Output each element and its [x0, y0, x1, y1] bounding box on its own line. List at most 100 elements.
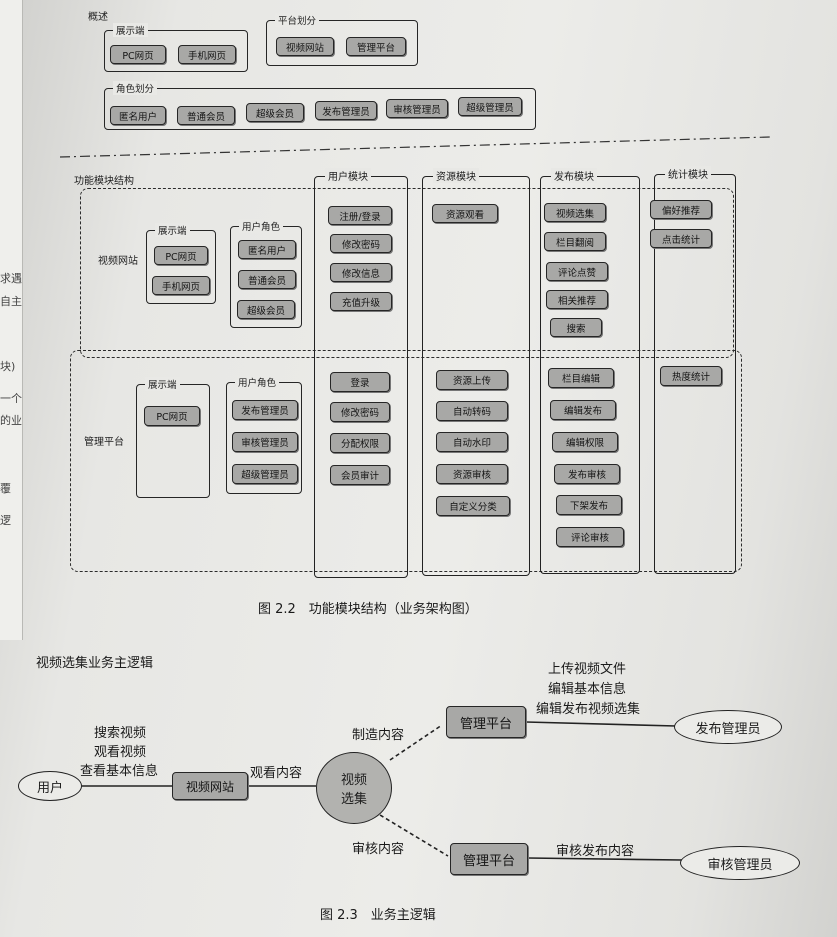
overview-platform-item: 视频网站: [276, 37, 334, 56]
site-role-item: 超级会员: [237, 300, 295, 319]
margin-fragment: 的业: [0, 414, 22, 427]
site-row-label: 视频网站: [98, 256, 138, 267]
publisher-node: 发布管理员: [674, 710, 782, 744]
site-display-item: PC网页: [154, 246, 208, 265]
admin-roles-title: 用户角色: [235, 375, 280, 389]
resource-module-title: 资源模块: [433, 168, 479, 183]
publish-admin-item: 发布审核: [554, 464, 620, 484]
admin-top-node: 管理平台: [446, 706, 526, 738]
stats-module-column: 统计模块: [654, 166, 736, 574]
overview-role-item: 超级管理员: [458, 97, 522, 116]
site-display-title: 展示端: [155, 223, 190, 237]
overview-display-item: 手机网页: [178, 45, 236, 64]
site-node: 视频网站: [172, 772, 248, 800]
resource-admin-item: 自动转码: [436, 401, 508, 421]
watch-label: 观看内容: [250, 766, 303, 781]
resource-admin-item: 自动水印: [436, 432, 508, 452]
structure-title: 功能模块结构: [74, 176, 134, 187]
publish-module-title: 发布模块: [551, 168, 597, 183]
margin-fragment: 求遇: [0, 272, 22, 285]
review-label: 审核内容: [352, 842, 405, 857]
user-site-item: 修改密码: [330, 234, 392, 253]
admin-bottom-node: 管理平台: [450, 843, 528, 875]
admin-display-item: PC网页: [144, 406, 200, 426]
overview-display-group: 展示端: [104, 23, 248, 72]
make-label: 制造内容: [352, 728, 405, 743]
admin-roles-box: 用户角色: [226, 375, 302, 494]
publish-admin-item: 栏目编辑: [548, 368, 614, 388]
site-display-item: 手机网页: [152, 276, 210, 295]
overview-role-item: 审核管理员: [386, 99, 448, 118]
margin-fragment: 自主: [0, 295, 22, 308]
publish-site-item: 评论点赞: [546, 262, 608, 281]
user-module-column: 用户模块: [314, 168, 408, 578]
resource-site-item: 资源观看: [432, 204, 498, 223]
user-node: 用户: [18, 771, 82, 801]
user-action: 观看视频: [94, 745, 147, 760]
figure-2-3-caption: 图 2.3 业务主逻辑: [320, 908, 436, 923]
user-admin-item: 会员审计: [330, 465, 390, 485]
overview-platform-title: 平台划分: [275, 13, 320, 27]
publish-module-column: 发布模块: [540, 168, 640, 574]
site-roles-box: 用户角色: [230, 219, 302, 328]
publish-admin-item: 评论审核: [556, 527, 624, 547]
admin-role-item: 审核管理员: [232, 432, 298, 452]
collection-node: 视频 选集: [316, 752, 392, 824]
overview-platform-group: 平台划分: [266, 13, 418, 66]
publish-action: 上传视频文件: [548, 662, 627, 677]
user-site-item: 注册/登录: [328, 206, 392, 225]
stats-admin-item: 热度统计: [660, 366, 722, 386]
overview-role-item: 匿名用户: [110, 106, 166, 125]
admin-row-label: 管理平台: [84, 437, 124, 448]
site-display-box: 展示端: [146, 223, 216, 304]
user-admin-item: 登录: [330, 372, 390, 392]
publish-site-item: 搜索: [550, 318, 602, 337]
overview-platform-item: 管理平台: [346, 37, 406, 56]
publish-admin-item: 编辑权限: [552, 432, 618, 452]
margin-fragment: 一个: [0, 392, 22, 405]
overview-display-item: PC网页: [110, 45, 166, 64]
publish-site-item: 栏目翻阅: [544, 232, 606, 251]
site-role-item: 普通会员: [238, 270, 296, 289]
site-roles-title: 用户角色: [239, 219, 284, 233]
admin-role-item: 发布管理员: [232, 400, 298, 420]
overview-role-item: 发布管理员: [315, 101, 377, 120]
admin-role-item: 超级管理员: [232, 464, 298, 484]
user-action: 搜索视频: [94, 726, 147, 741]
publish-action: 编辑发布视频选集: [536, 702, 641, 717]
resource-module-column: 资源模块: [422, 168, 530, 576]
resource-admin-item: 资源上传: [436, 370, 508, 390]
admin-display-title: 展示端: [145, 377, 180, 391]
margin-fragment: 覆: [0, 482, 11, 495]
review-action: 审核发布内容: [556, 844, 635, 859]
user-module-title: 用户模块: [325, 168, 371, 183]
resource-admin-item: 自定义分类: [436, 496, 510, 516]
logic-title: 视频选集业务主逻辑: [36, 656, 154, 671]
margin-fragment: 块): [0, 360, 16, 373]
publish-admin-item: 编辑发布: [550, 400, 616, 420]
overview-role-title: 角色划分: [113, 81, 158, 95]
figure-2-2-caption: 图 2.2 功能模块结构（业务架构图）: [258, 602, 478, 617]
overview-role-item: 超级会员: [246, 103, 304, 122]
publish-site-item: 视频选集: [544, 203, 606, 222]
previous-page-edge: [0, 0, 23, 640]
site-role-item: 匿名用户: [238, 240, 296, 259]
publish-site-item: 相关推荐: [546, 290, 608, 309]
stats-site-item: 偏好推荐: [650, 200, 712, 219]
user-admin-item: 修改密码: [330, 402, 390, 422]
user-admin-item: 分配权限: [330, 433, 390, 453]
admin-row-section: [70, 350, 742, 572]
margin-fragment: 逻: [0, 514, 11, 527]
overview-role-group: 角色划分: [104, 81, 536, 130]
reviewer-node: 审核管理员: [680, 846, 800, 880]
collection-node-line: 选集: [340, 792, 367, 807]
overview-title: 概述: [88, 12, 108, 23]
user-action: 查看基本信息: [80, 764, 159, 779]
overview-display-title: 展示端: [113, 23, 148, 37]
overview-role-item: 普通会员: [177, 106, 235, 125]
collection-node-line: 视频: [340, 773, 367, 788]
admin-display-box: 展示端: [136, 377, 210, 498]
publish-admin-item: 下架发布: [556, 495, 622, 515]
